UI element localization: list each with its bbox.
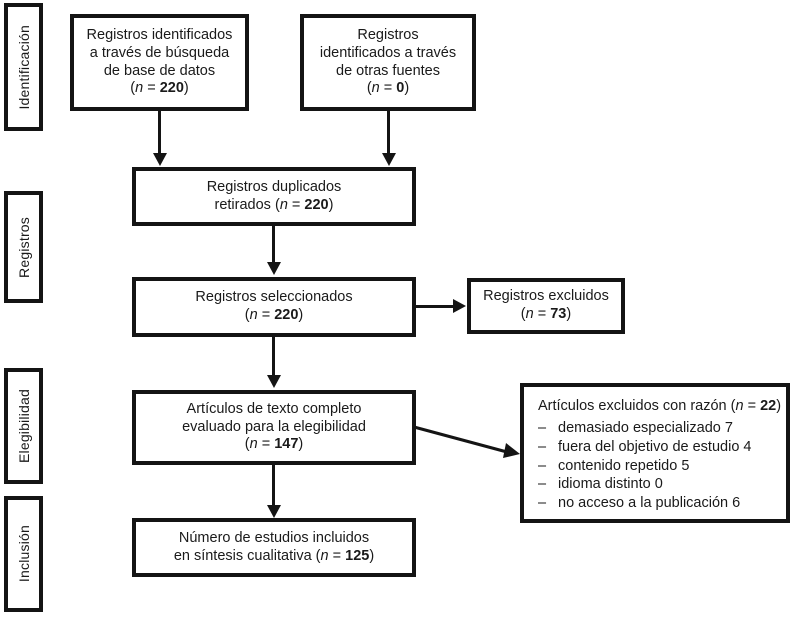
reason-item: – fuera del objetivo de estudio 4 [538,438,781,457]
fulltext-line-2: evaluado para la elegibilidad [182,418,366,435]
connector-duplicates-to-screened [272,226,275,264]
reason-item: – idioma distinto 0 [538,475,781,494]
connector-other-sources-to-duplicates [387,111,390,155]
fulltext-count: (n = 147) [244,436,304,453]
arrowhead-fulltext-to-included [266,505,281,518]
screened-count-value: 220 [274,307,299,323]
connector-screened-to-excluded [416,304,455,308]
other-sources-line-3: de otras fuentes [336,62,440,79]
reasons-count-var: n [735,398,744,414]
arrowhead-screened-to-excluded [453,299,466,313]
reasons-heading-text: Artículos excluidos con razón [538,398,731,414]
connector-screened-to-fulltext [272,337,275,377]
records-excluded-count: (n = 73) [520,306,572,322]
duplicates-count-var: n [279,196,288,213]
reason-item: – no acceso a la publicación 6 [538,494,781,513]
node-studies-included-qualitative: Número de estudios incluidos en síntesis… [132,518,416,577]
screened-count: (n = 220) [244,307,304,323]
reasons-count-value: 22 [760,398,777,414]
db-search-count-var: n [135,80,144,97]
connector-fulltext-to-reasons [413,425,520,458]
other-sources-line-1: Registros [357,27,419,44]
node-records-identified-database: Registros identificados a través de búsq… [70,14,249,111]
arrowhead-fulltext-to-reasons [503,443,520,458]
reason-dash-icon: – [538,457,547,474]
included-inline-text: en síntesis cualitativa [173,547,316,564]
arrowhead-other-sources-to-duplicates [381,153,396,166]
db-search-count-value: 220 [159,80,184,97]
included-count-value: 125 [345,547,370,564]
reason-dash-icon: – [538,438,547,455]
duplicates-line-2: retirados (n = 220) [214,196,334,213]
node-records-excluded: Registros excluidos (n = 73) [467,278,625,334]
reason-dash-icon: – [538,419,547,436]
node-records-screened: Registros seleccionados (n = 220) [132,277,416,337]
reason-item-text: contenido repetido 5 [558,457,690,474]
records-excluded-count-value: 73 [550,306,567,322]
duplicates-count-value: 220 [304,196,329,213]
fulltext-line-1: Artículos de texto completo [186,400,362,417]
connector-fulltext-to-included [272,465,275,507]
records-excluded-line-1: Registros excluidos [483,288,609,305]
db-search-line-2: a través de búsqueda [89,44,230,61]
db-search-line-1: Registros identificados [86,27,233,44]
stage-label-identificacion-text: Identificación [15,24,32,110]
stage-label-elegibilidad: Elegibilidad [4,368,43,484]
reason-item-text: idioma distinto 0 [558,476,663,493]
included-line-2: en síntesis cualitativa (n = 125) [173,547,375,564]
db-search-count: (n = 220) [130,80,189,97]
reason-dash-icon: – [538,476,547,493]
other-sources-line-2: identificados a través [319,44,457,61]
screened-line-1: Registros seleccionados [195,289,353,306]
stage-label-registros-text: Registros [15,216,32,278]
stage-label-inclusion-text: Inclusión [15,525,32,583]
fulltext-count-var: n [249,436,258,453]
node-records-identified-other-sources: Registros identificados a través de otra… [300,14,476,111]
connector-fulltext-to-reasons-line [413,425,508,454]
reason-item-text: no acceso a la publicación 6 [558,495,741,512]
stage-label-inclusion: Inclusión [4,496,43,612]
arrowhead-screened-to-fulltext [266,375,281,388]
reason-item-text: fuera del objetivo de estudio 4 [558,438,752,455]
stage-label-identificacion: Identificación [4,3,43,131]
reason-dash-icon: – [538,495,547,512]
stage-label-elegibilidad-text: Elegibilidad [15,388,32,463]
other-sources-count-var: n [371,80,380,97]
duplicates-line-1: Registros duplicados [206,178,342,195]
screened-count-var: n [249,307,258,323]
arrowhead-duplicates-to-screened [266,262,281,275]
node-full-text-assessed: Artículos de texto completo evaluado par… [132,390,416,465]
reasons-list: – demasiado especializado 7 – fuera del … [538,419,781,513]
reasons-heading: Artículos excluidos con razón (n = 22) [538,398,782,414]
fulltext-count-value: 147 [274,436,299,453]
other-sources-count: (n = 0) [366,80,410,97]
reason-item-text: demasiado especializado 7 [558,419,733,436]
db-search-line-3: de base de datos [103,62,216,79]
stage-label-registros: Registros [4,191,43,303]
connector-db-search-to-duplicates [158,111,161,155]
included-count-var: n [320,547,329,564]
other-sources-count-value: 0 [396,80,405,97]
reason-item: – demasiado especializado 7 [538,419,781,438]
node-duplicates-removed: Registros duplicados retirados (n = 220) [132,167,416,226]
duplicates-inline-text: retirados [214,196,275,213]
records-excluded-count-var: n [525,306,534,322]
included-line-1: Número de estudios incluidos [178,529,370,546]
reason-item: – contenido repetido 5 [538,457,781,476]
node-articles-excluded-with-reason: Artículos excluidos con razón (n = 22) –… [520,383,790,523]
arrowhead-db-search-to-duplicates [152,153,167,166]
